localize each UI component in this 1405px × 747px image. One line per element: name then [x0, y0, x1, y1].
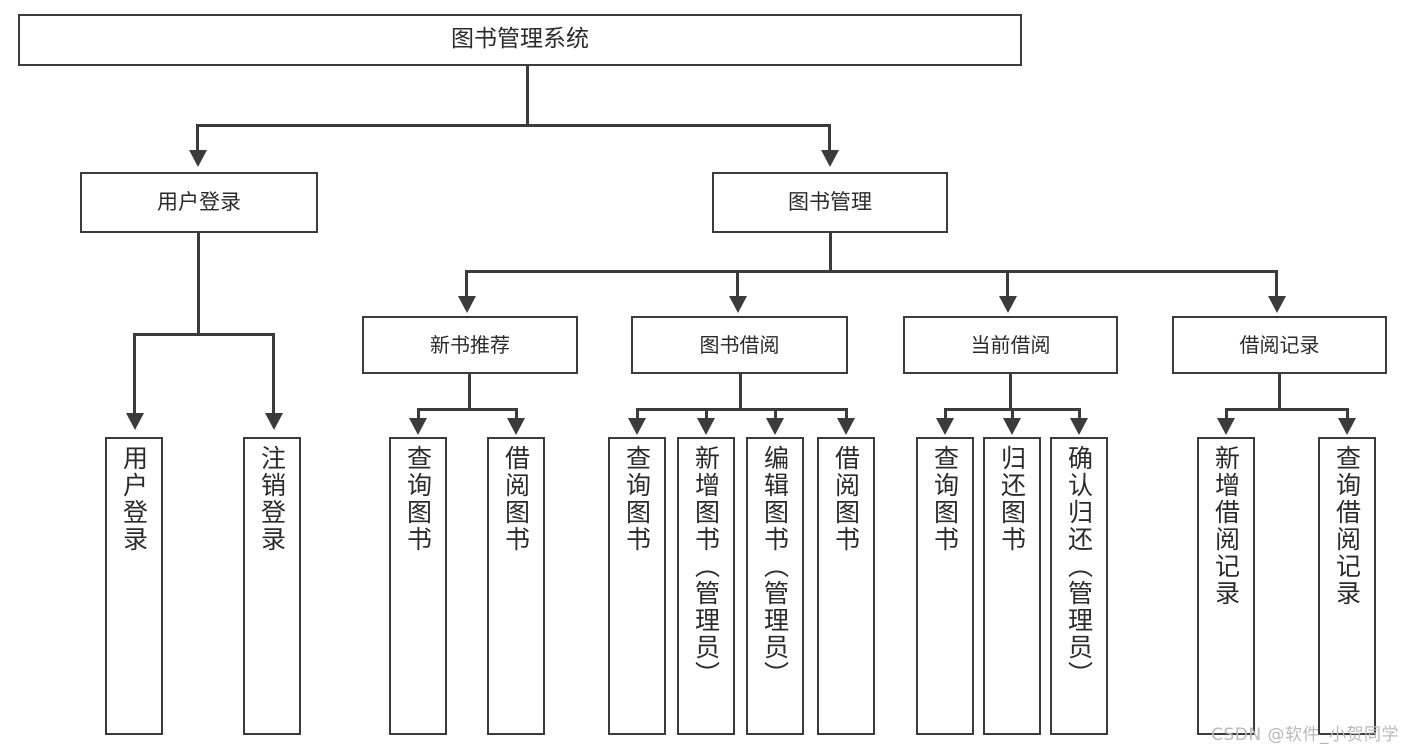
leaf-new-book-query[interactable]: 查询图书 [389, 437, 447, 735]
node-label: 借阅记录 [1239, 332, 1320, 357]
node-book-management[interactable]: 图书管理 [712, 172, 948, 233]
node-label: 新书推荐 [430, 332, 510, 357]
connector-book-borrow-stem [739, 374, 742, 408]
arrowhead-borrow-records-leaf-2 [1338, 418, 1356, 435]
arrowhead-to-new-book-recommend [458, 296, 476, 313]
node-label: 当前借阅 [970, 332, 1051, 357]
arrowhead-root-to-book-manage [821, 150, 839, 167]
node-borrow-records[interactable]: 借阅记录 [1172, 316, 1387, 374]
node-root-system[interactable]: 图书管理系统 [18, 14, 1022, 66]
node-label: 查询图书 [930, 445, 960, 553]
connector-book-borrow-drop-3 [774, 408, 777, 420]
connector-current-borrow-drop-3 [1078, 408, 1081, 420]
leaf-book-borrow-query[interactable]: 查询图书 [608, 437, 666, 735]
leaf-user-login-logout[interactable]: 注销登录 [243, 437, 301, 735]
connector-new-book-bus [417, 408, 518, 411]
leaf-current-borrow-confirm-admin[interactable]: 确认归还（管理员） [1050, 437, 1108, 735]
node-label: 图书管理 [788, 189, 872, 214]
connector-book-manage-drop-3 [1006, 270, 1009, 298]
connector-user-login-bus [133, 333, 275, 336]
connector-root-bus [196, 124, 830, 127]
node-label: 借阅图书 [831, 445, 861, 553]
connector-current-borrow-stem [1009, 374, 1012, 408]
node-label: 新增借阅记录 [1211, 445, 1241, 607]
node-label: 查询借阅记录 [1332, 445, 1362, 607]
node-user-login[interactable]: 用户登录 [80, 172, 318, 233]
node-label: 归还图书 [997, 445, 1027, 553]
arrowhead-new-book-leaf-2 [507, 418, 525, 435]
connector-book-manage-bus [465, 270, 1276, 273]
node-label: 确认归还（管理员） [1064, 445, 1094, 688]
connector-borrow-records-bus [1225, 408, 1348, 411]
leaf-borrow-records-query[interactable]: 查询借阅记录 [1318, 437, 1376, 735]
connector-book-borrow-drop-1 [636, 408, 639, 420]
arrowhead-new-book-leaf-1 [409, 418, 427, 435]
connector-user-login-drop-2 [272, 333, 275, 415]
node-label: 用户登录 [157, 189, 241, 214]
node-label: 借阅图书 [501, 445, 531, 553]
connector-book-manage-drop-4 [1275, 270, 1278, 298]
node-book-borrow[interactable]: 图书借阅 [631, 316, 848, 374]
connector-book-manage-drop-2 [736, 270, 739, 298]
connector-borrow-records-drop-2 [1346, 408, 1349, 420]
arrowhead-to-borrow-records [1268, 296, 1286, 313]
node-label: 注销登录 [257, 445, 287, 553]
arrowhead-book-borrow-leaf-1 [628, 418, 646, 435]
connector-root-drop-left [196, 124, 199, 152]
node-label: 图书管理系统 [451, 26, 589, 53]
leaf-book-borrow-borrow[interactable]: 借阅图书 [817, 437, 875, 735]
leaf-current-borrow-query[interactable]: 查询图书 [916, 437, 974, 735]
arrowhead-borrow-records-leaf-1 [1217, 418, 1235, 435]
connector-current-borrow-drop-1 [944, 408, 947, 420]
arrowhead-book-borrow-leaf-3 [766, 418, 784, 435]
connector-new-book-drop-2 [515, 408, 518, 420]
connector-book-manage-stem [829, 233, 832, 270]
connector-root-stem [526, 66, 529, 124]
node-new-book-recommend[interactable]: 新书推荐 [362, 316, 578, 374]
node-label: 用户登录 [119, 445, 149, 553]
node-current-borrow[interactable]: 当前借阅 [903, 316, 1118, 374]
arrowhead-user-login-leaf-2 [265, 413, 283, 430]
leaf-borrow-records-add[interactable]: 新增借阅记录 [1197, 437, 1255, 735]
arrowhead-book-borrow-leaf-4 [837, 418, 855, 435]
connector-user-login-stem [197, 233, 200, 333]
leaf-book-borrow-add-admin[interactable]: 新增图书（管理员） [677, 437, 735, 735]
connector-new-book-drop-1 [417, 408, 420, 420]
leaf-new-book-borrow[interactable]: 借阅图书 [487, 437, 545, 735]
connector-root-drop-right [828, 124, 831, 152]
arrowhead-current-borrow-leaf-1 [936, 418, 954, 435]
arrowhead-root-to-user-login [189, 150, 207, 167]
node-label: 新增图书（管理员） [691, 445, 721, 688]
connector-borrow-records-drop-1 [1225, 408, 1228, 420]
leaf-book-borrow-edit-admin[interactable]: 编辑图书（管理员） [746, 437, 804, 735]
arrowhead-book-borrow-leaf-2 [697, 418, 715, 435]
leaf-current-borrow-return[interactable]: 归还图书 [983, 437, 1041, 735]
arrowhead-user-login-leaf-1 [126, 413, 144, 430]
arrowhead-to-current-borrow [999, 296, 1017, 313]
connector-book-borrow-drop-4 [845, 408, 848, 420]
connector-new-book-stem [468, 374, 471, 408]
connector-book-borrow-drop-2 [705, 408, 708, 420]
node-label: 编辑图书（管理员） [760, 445, 790, 688]
node-label: 查询图书 [622, 445, 652, 553]
connector-book-manage-drop-1 [465, 270, 468, 298]
arrowhead-current-borrow-leaf-3 [1070, 418, 1088, 435]
arrowhead-current-borrow-leaf-2 [1003, 418, 1021, 435]
connector-borrow-records-stem [1278, 374, 1281, 408]
leaf-user-login-login[interactable]: 用户登录 [105, 437, 163, 735]
arrowhead-to-book-borrow [729, 296, 747, 313]
connector-book-borrow-bus [636, 408, 845, 411]
node-label: 图书借阅 [699, 332, 780, 357]
connector-user-login-drop-1 [133, 333, 136, 415]
connector-current-borrow-drop-2 [1011, 408, 1014, 420]
node-label: 查询图书 [403, 445, 433, 553]
